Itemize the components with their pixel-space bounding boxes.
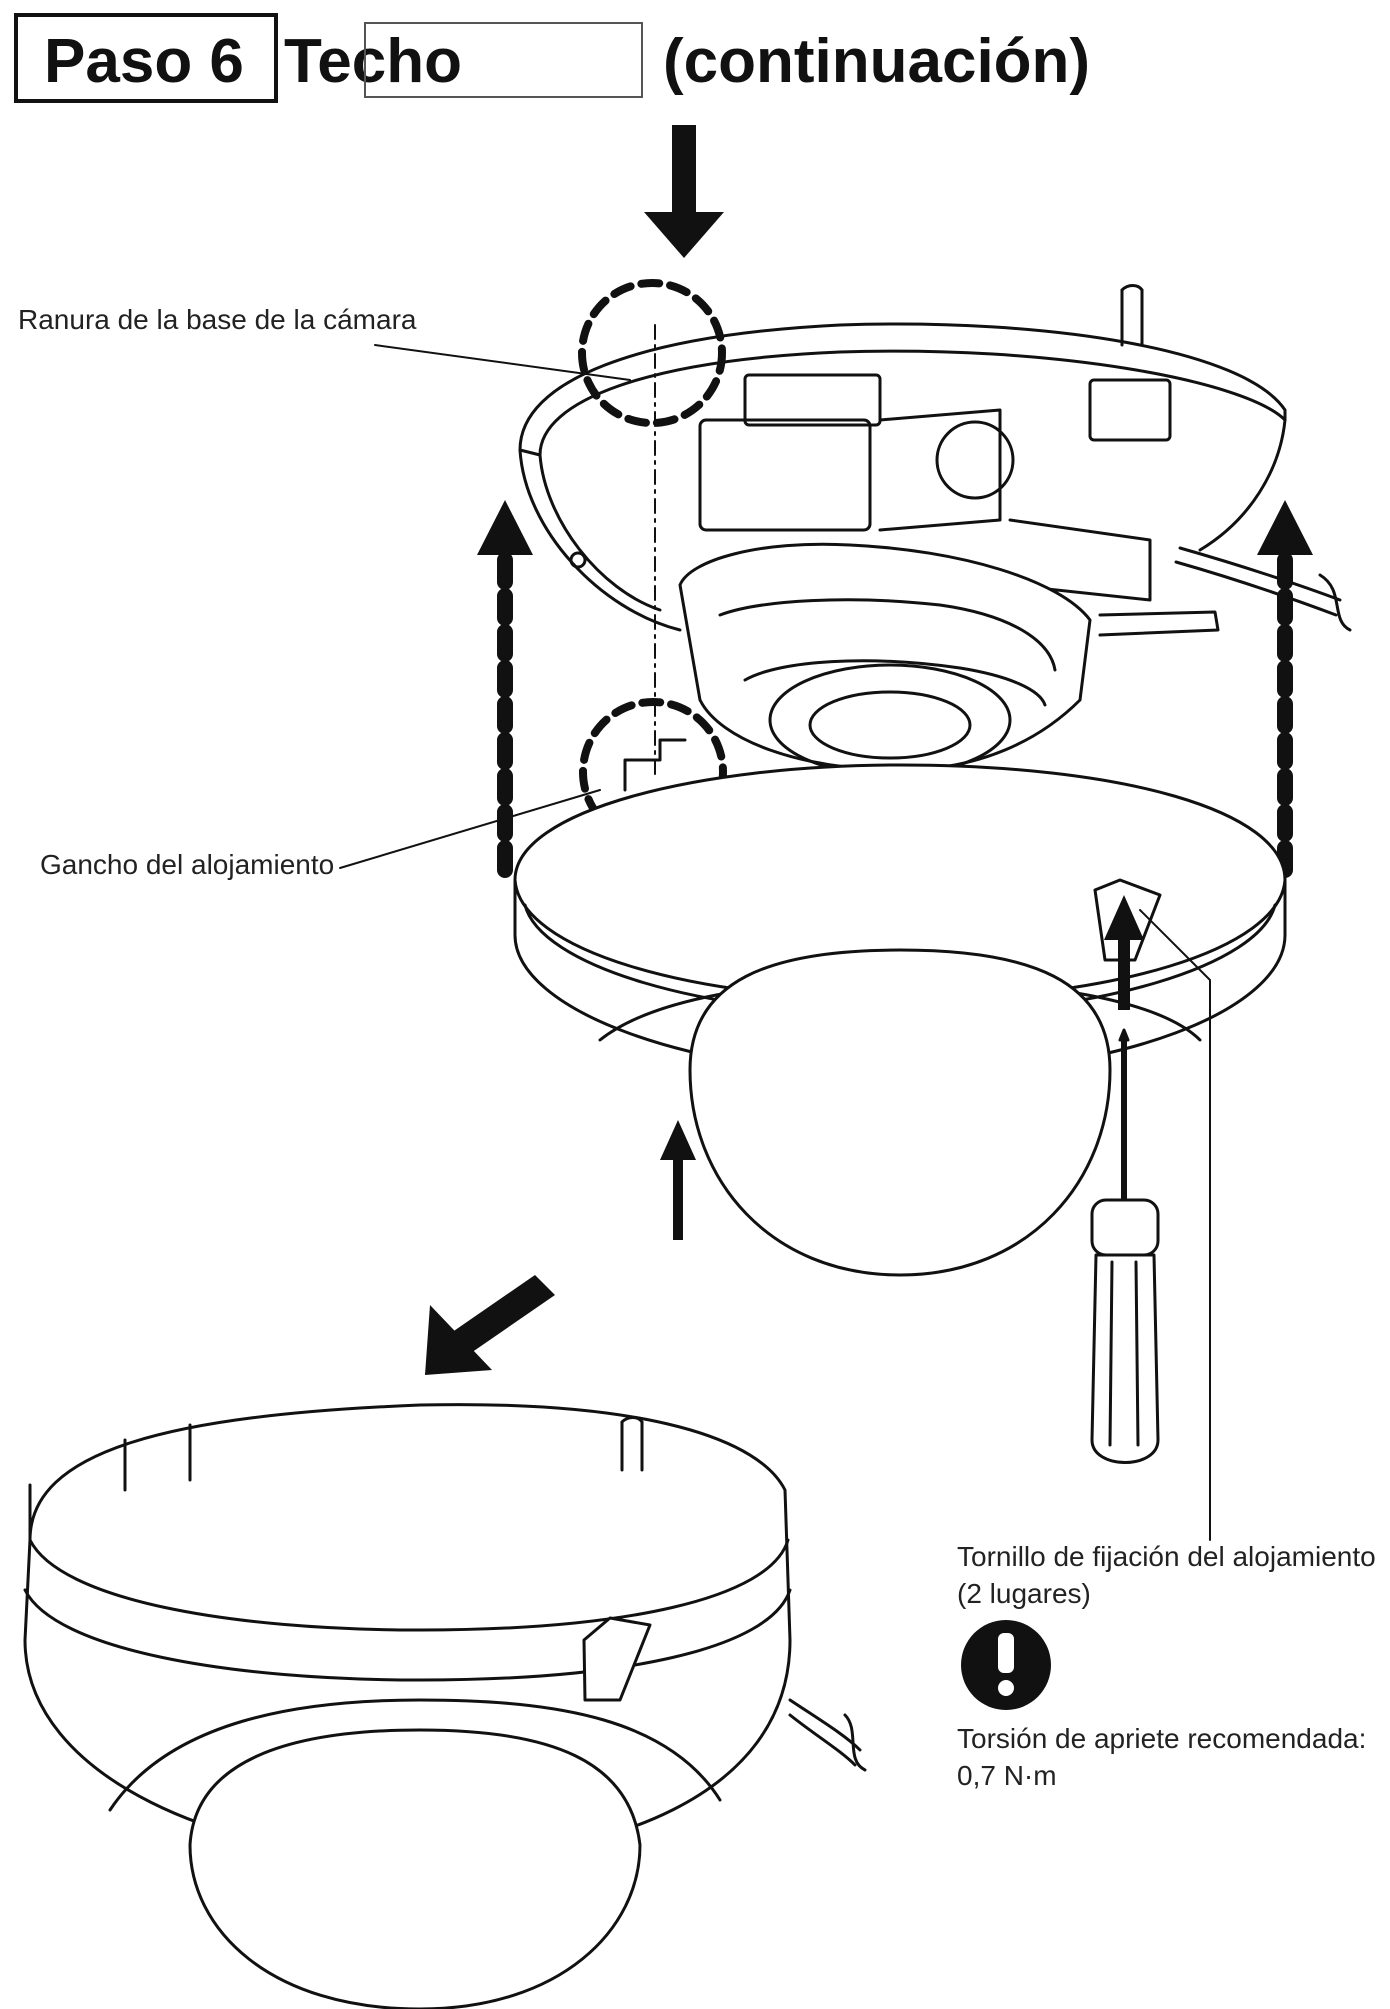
continuation-title: (continuación): [663, 27, 1091, 96]
dashed-up-arrow-icon: [1257, 500, 1313, 878]
housing-hook-highlight: [579, 698, 727, 846]
torque-value: 0,7 N·m: [957, 1760, 1057, 1791]
camera-base-slot-label: Ranura de la base de la cámara: [18, 304, 417, 335]
leader-line: [339, 789, 601, 869]
housing-screw-label: Tornillo de fijación del alojamiento: [957, 1541, 1376, 1572]
title-blank-box: [364, 22, 643, 98]
dome-cover: [688, 948, 1112, 1277]
dashed-up-arrow-icon: [477, 500, 533, 878]
screwdriver-icon: [1090, 1028, 1160, 1464]
diagonal-arrow-icon: [425, 1275, 555, 1375]
assembled-camera: [23, 1403, 867, 2009]
leader-line: [1139, 909, 1211, 1541]
exclamation-circle-icon: [961, 1620, 1051, 1710]
step-number-box: [14, 13, 278, 103]
assembled-dome: [188, 1728, 642, 2009]
camera-base: [518, 284, 1287, 777]
down-arrow-icon: [644, 125, 724, 258]
torque-label: Torsión de apriete recomendada:: [957, 1723, 1367, 1754]
mounting-location-title: Techo: [284, 27, 462, 96]
housing-hook-label: Gancho del alojamiento: [40, 849, 335, 880]
up-arrow-icon: [660, 895, 1144, 1240]
step-title: Paso 6: [44, 27, 244, 96]
camera-base-slot-highlight: [578, 279, 726, 427]
leader-line: [374, 344, 631, 381]
housing-screw-count: (2 lugares): [957, 1578, 1091, 1609]
